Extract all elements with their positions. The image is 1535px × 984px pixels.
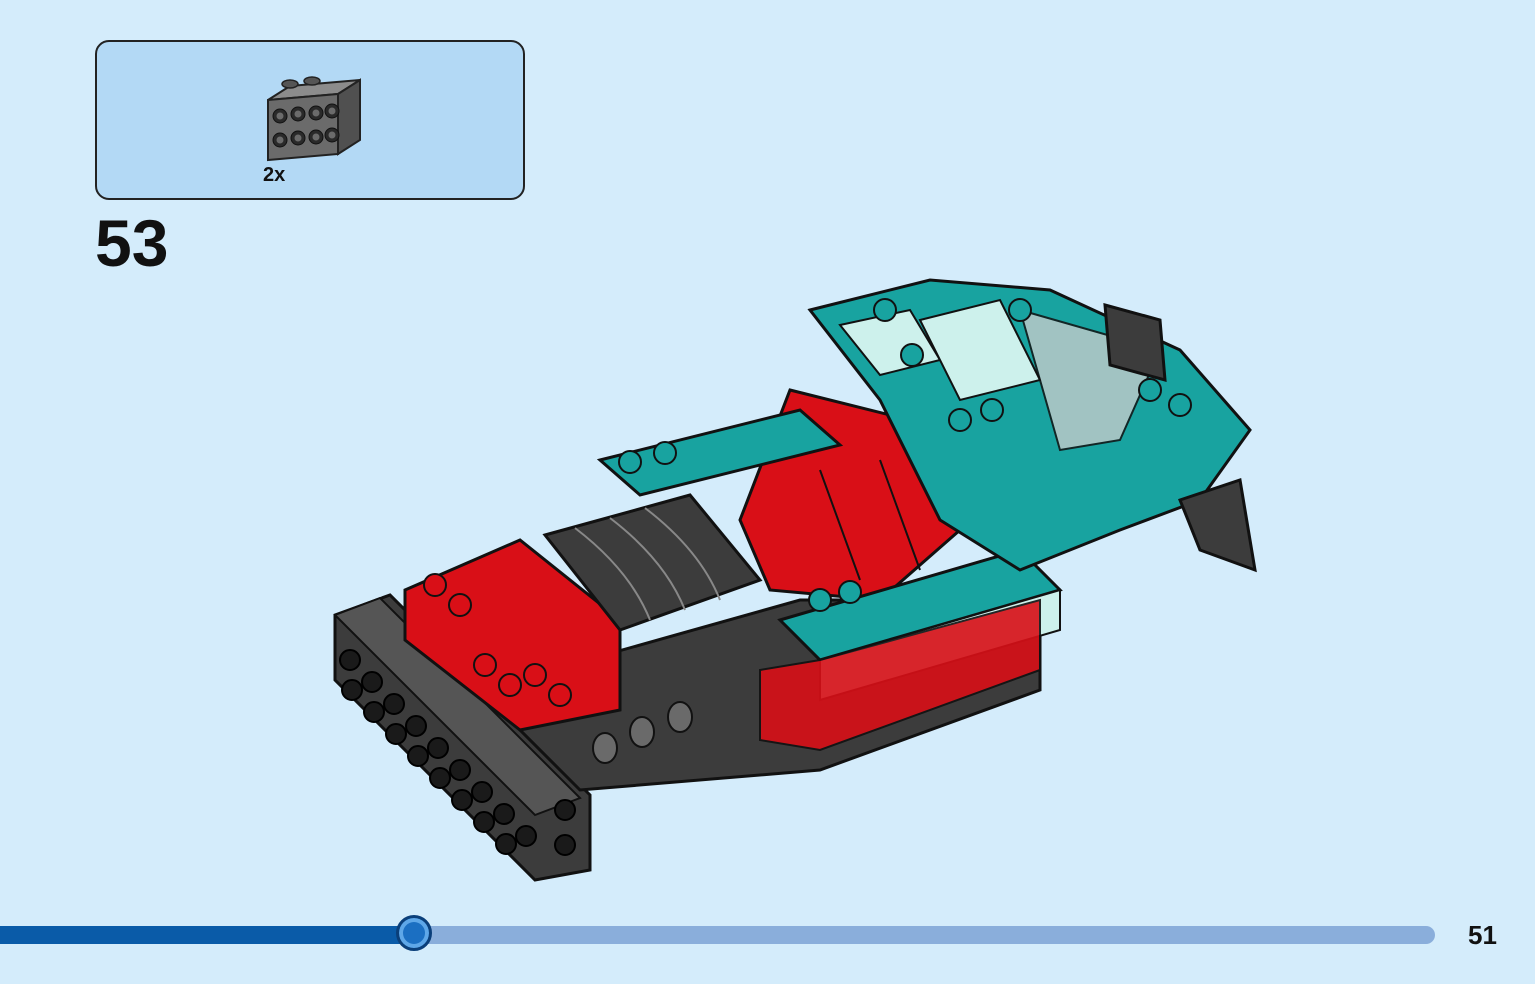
progress-bar	[0, 915, 1435, 951]
part-quantity: 2x	[263, 164, 286, 186]
bracket-plate-icon	[267, 76, 361, 162]
progress-knob	[396, 915, 433, 951]
parts-callout: 2x	[95, 40, 525, 200]
page-number: 51	[1468, 920, 1497, 950]
progress-fill	[0, 926, 417, 944]
step-number: 53	[95, 206, 169, 280]
car-model-assembly-icon	[333, 278, 1257, 882]
